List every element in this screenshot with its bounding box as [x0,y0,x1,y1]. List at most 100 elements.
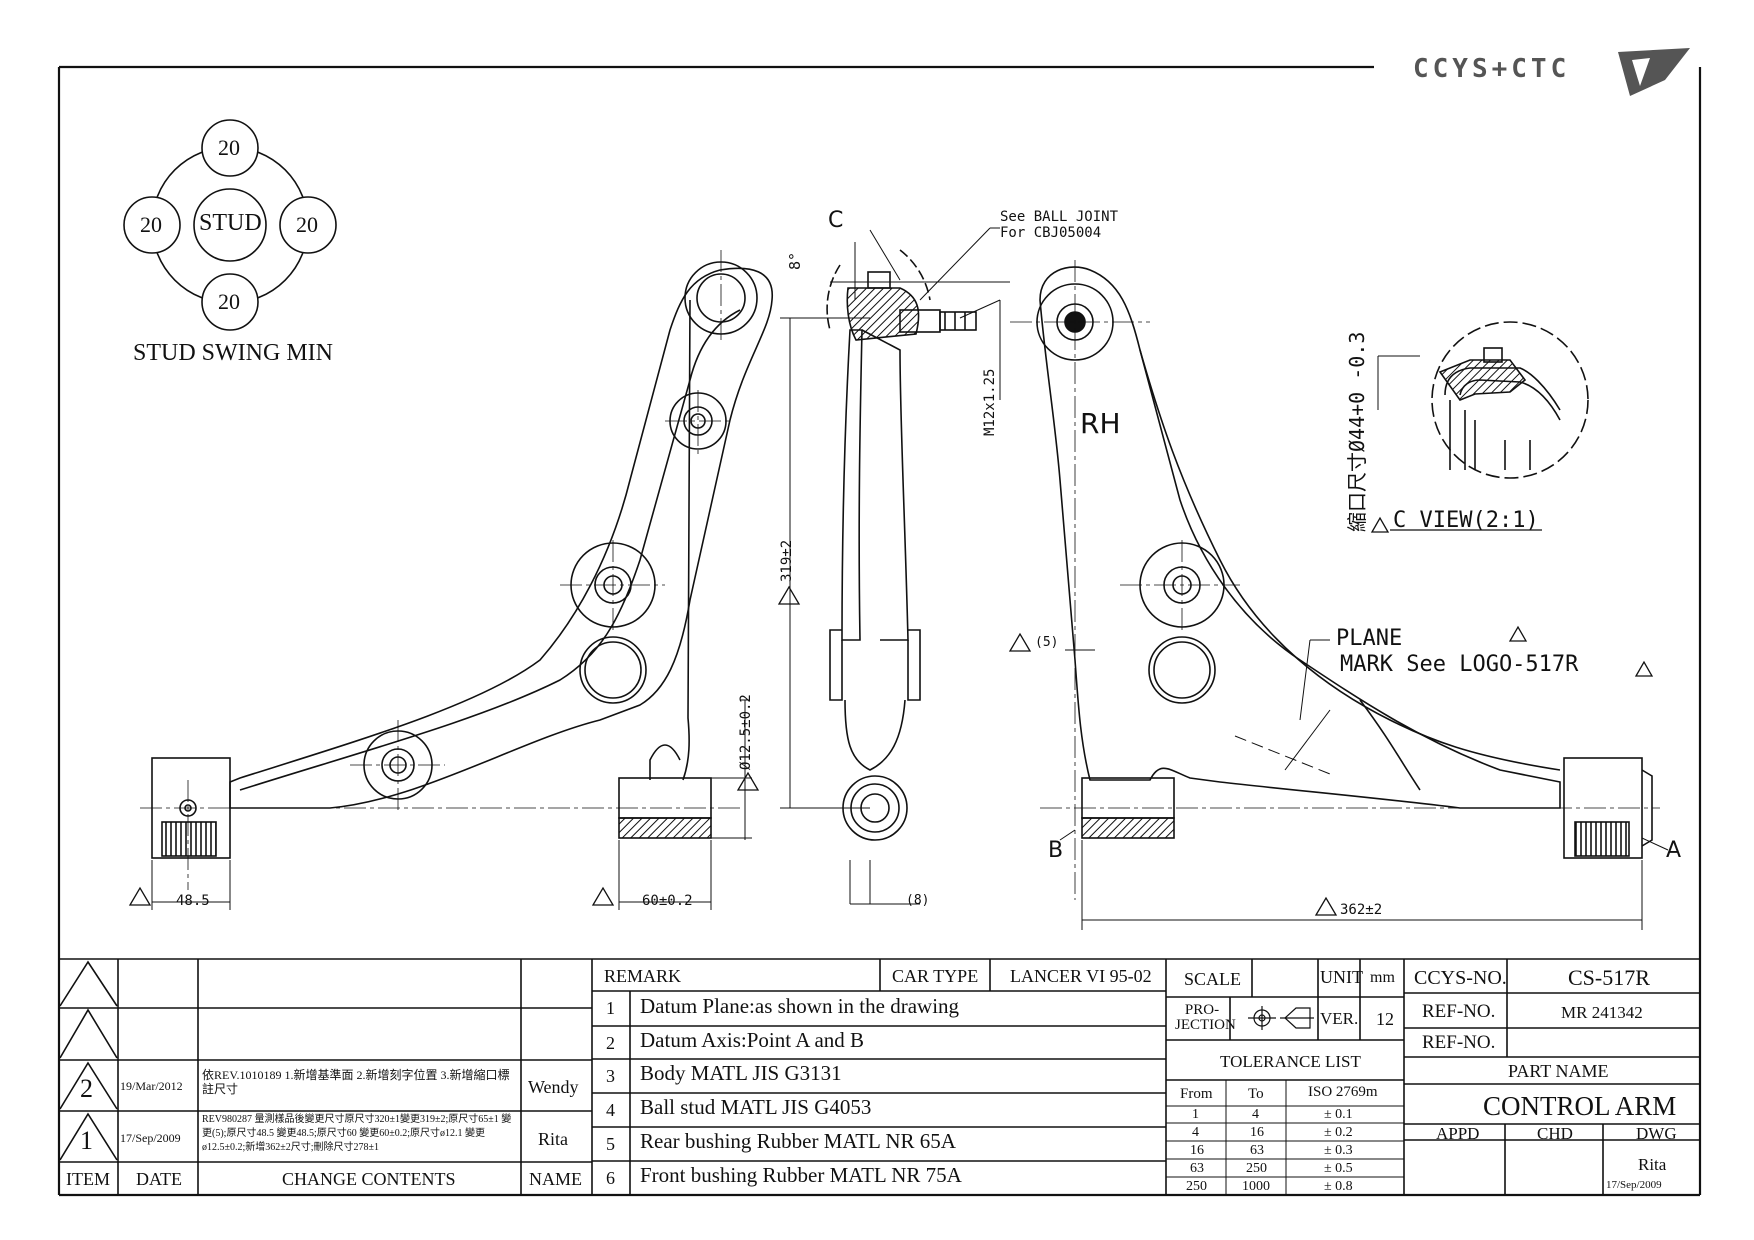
rev-name-1: Rita [538,1129,568,1149]
side-label-rh: RH [1080,407,1121,440]
dim-60: 60±0.2 [642,893,693,909]
tol-from-3: 16 [1190,1143,1204,1158]
appd-label: APPD [1436,1124,1480,1143]
revision-triangles [128,516,1654,916]
title-block-grid [59,958,1700,1195]
remark-text-2: Datum Axis:Point A and B [640,1028,865,1052]
dwg-label: DWG [1636,1124,1677,1143]
stud-swing-angle-bottom: 20 [218,289,240,314]
dim-362: 362±2 [1340,902,1383,918]
rev-header-contents: CHANGE CONTENTS [282,1169,456,1189]
rev-date-2: 19/Mar/2012 [120,1079,183,1093]
remark-text-3: Body MATL JIS G3131 [640,1061,842,1085]
projection-label: PRO- JECTION [1175,1002,1236,1033]
rev-header-name: NAME [529,1169,582,1189]
rev-header-item: ITEM [66,1169,110,1189]
tol-to-4: 250 [1246,1161,1267,1176]
sheet-border [57,65,1702,1197]
ref-no-label: REF-NO. [1422,1001,1496,1022]
c-view-detail [1377,321,1589,531]
ccys-no-value: CS-517R [1568,965,1650,990]
tol-val-2: ± 0.2 [1324,1125,1353,1140]
tol-from-1: 1 [1192,1107,1199,1122]
tol-to-2: 16 [1250,1125,1264,1140]
control-arm-left-view [140,250,870,910]
control-arm-side-view [826,227,1010,905]
remark-no-3: 3 [606,1066,615,1086]
remark-no-2: 2 [606,1033,615,1053]
c-view-title: C VIEW(2:1) [1393,508,1539,533]
rev-header-date: DATE [136,1169,182,1189]
rev-contents-1: REV980287 量測樣品後變更尺寸原尺寸320±1變更319±2;原尺寸65… [202,1114,512,1153]
remark-no-5: 5 [606,1134,615,1154]
remark-no-6: 6 [606,1168,615,1188]
stud-swing-angle-left: 20 [140,212,162,237]
point-a-label: A [1666,838,1682,863]
see-ball-joint-note-1: See BALL JOINT [1000,209,1119,225]
ref-no-label-2: REF-NO. [1422,1032,1496,1053]
tol-val-4: ± 0.5 [1324,1161,1353,1176]
plane-label: PLANE [1336,626,1403,651]
remark-header: REMARK [604,966,682,986]
unit-value: mm [1370,969,1395,986]
tolerance-title: TOLERANCE LIST [1220,1052,1361,1071]
ref-no-value: MR 241342 [1561,1003,1643,1022]
see-ball-joint-note-2: For CBJ05004 [1000,225,1102,241]
ver-value: 12 [1376,1009,1394,1029]
scale-label: SCALE [1184,969,1242,989]
remark-text-6: Front bushing Rubber MATL NR 75A [640,1163,962,1187]
tol-val-3: ± 0.3 [1324,1143,1353,1158]
company-logo-text: CCYS+CTC [1413,54,1571,84]
tol-from-4: 63 [1190,1161,1204,1176]
dim-8: (8) [906,893,930,908]
rev-date-1: 17/Sep/2009 [120,1131,181,1145]
tol-val-5: ± 0.8 [1324,1179,1353,1194]
tol-to-1: 4 [1252,1107,1259,1122]
dim-diameter-12-5: Ø12.5±0.2 [738,694,754,770]
point-b-label: B [1048,838,1064,863]
tol-val-1: ± 0.1 [1324,1107,1353,1122]
dim-length-319: 319±2 [779,539,795,582]
car-type-label: CAR TYPE [892,966,979,986]
remark-text-5: Rear bushing Rubber MATL NR 65A [640,1129,956,1153]
rev-contents-2: 依REV.1010189 1.新增基準面 2.新增刻字位置 3.新增縮口標註尺寸 [202,1068,510,1096]
tol-from-2: 4 [1192,1125,1199,1140]
thread-label: M12x1.25 [982,368,998,436]
ver-label: VER. [1320,1009,1359,1028]
unit-label: UNIT [1320,967,1363,987]
tol-header-iso: ISO 2769m [1308,1084,1378,1100]
dwg-name: Rita [1638,1155,1667,1174]
remark-no-1: 1 [606,998,615,1018]
ccys-logo-mark [1618,48,1690,96]
stud-swing-title: STUD SWING MIN [133,340,333,366]
dim-5: (5) [1035,635,1059,650]
car-type-value: LANCER VI 95-02 [1010,966,1152,986]
angle-8-label: 8° [786,251,804,270]
c-view-letter: C [828,208,844,233]
tol-header-to: To [1248,1086,1264,1102]
rev-name-2: Wendy [528,1077,579,1097]
tol-to-3: 63 [1250,1143,1264,1158]
mark-logo-label: MARK See LOGO-517R [1340,652,1579,677]
remark-text-1: Datum Plane:as shown in the drawing [640,994,960,1018]
tol-from-5: 250 [1186,1179,1207,1194]
rev-item-2: 2 [80,1074,93,1103]
tol-to-5: 1000 [1242,1179,1270,1194]
dim-48-5: 48.5 [176,893,210,909]
stud-swing-angle-right: 20 [296,212,318,237]
dwg-date: 17/Sep/2009 [1606,1179,1662,1191]
remark-text-4: Ball stud MATL JIS G4053 [640,1095,872,1119]
remark-no-4: 4 [606,1100,615,1120]
part-name-value: CONTROL ARM [1483,1091,1677,1121]
rev-item-1: 1 [80,1126,93,1155]
stud-swing-center-label: STUD [199,210,262,236]
tol-header-from: From [1180,1086,1213,1102]
stud-swing-angle-top: 20 [218,135,240,160]
chd-label: CHD [1537,1124,1573,1143]
ccys-no-label: CCYS-NO. [1414,967,1507,989]
part-name-label: PART NAME [1508,1061,1609,1081]
control-arm-right-view [1010,260,1669,930]
stud-swing-diagram [123,119,337,331]
c-view-shrink-dim: 縮口尺寸Ø44+0 -0.3 [1345,331,1369,532]
